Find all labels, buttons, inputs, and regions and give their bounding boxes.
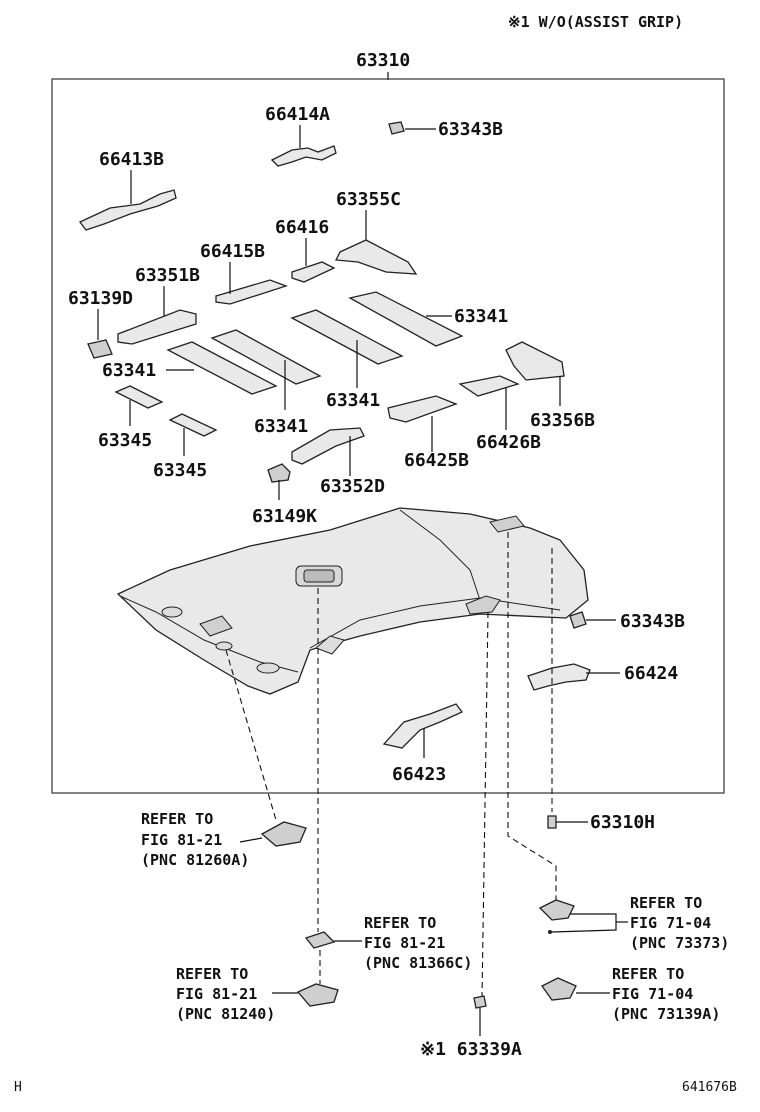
assist-grip-note: ※1 W/O(ASSIST GRIP)	[508, 13, 683, 31]
pad-63341-mid-icon	[290, 309, 404, 365]
label-63355c[interactable]: 63355C	[336, 189, 401, 210]
pad-66425b-icon	[387, 395, 458, 423]
pad-63345-a-icon	[114, 385, 164, 409]
leader-ref1	[239, 837, 263, 843]
label-63341-left[interactable]: 63341	[102, 360, 156, 381]
dash-line-4	[481, 611, 489, 997]
label-63352d[interactable]: 63352D	[320, 476, 385, 497]
map-lamp-icon	[304, 931, 336, 949]
assembly-frame	[51, 78, 725, 794]
footer-drawing-number: 641676B	[682, 1080, 737, 1095]
clip-63149k-icon	[267, 463, 291, 483]
clip-63343b-side-icon	[569, 611, 587, 629]
headliner-assembly-icon	[116, 507, 589, 695]
ref4-line3: (PNC 73373)	[630, 934, 729, 952]
label-63343b-top[interactable]: 63343B	[438, 119, 503, 140]
label-63351b[interactable]: 63351B	[135, 265, 200, 286]
label-66426b[interactable]: 66426B	[476, 432, 541, 453]
label-66424[interactable]: 66424	[624, 663, 678, 684]
ref1-line1: REFER TO	[141, 810, 213, 828]
label-66425b[interactable]: 66425B	[404, 450, 469, 471]
dash-line-5	[507, 532, 557, 902]
ref3-line1: REFER TO	[176, 965, 248, 983]
label-63343b-side[interactable]: 63343B	[620, 611, 685, 632]
clip-63339a-icon	[473, 995, 487, 1009]
ref3-line3: (PNC 81240)	[176, 1005, 275, 1023]
footer-left-code: H	[14, 1080, 22, 1095]
label-63139d[interactable]: 63139D	[68, 288, 133, 309]
ref2-line1: REFER TO	[364, 914, 436, 932]
label-63345-b[interactable]: 63345	[153, 460, 207, 481]
assembly-label: 63310	[356, 50, 410, 71]
label-63341-right[interactable]: 63341	[454, 306, 508, 327]
ref5-line3: (PNC 73139A)	[612, 1005, 720, 1023]
clip-63343b-top-icon	[388, 121, 405, 135]
bracket-66423-icon	[382, 703, 464, 749]
ref1-line2[interactable]: FIG 81-21	[141, 831, 222, 849]
ref5-line2[interactable]: FIG 71-04	[612, 985, 693, 1003]
bracket-66413b-icon	[78, 189, 177, 231]
pad-66415b-icon	[215, 279, 288, 305]
ref5-line1: REFER TO	[612, 965, 684, 983]
ref4-line1: REFER TO	[630, 894, 702, 912]
ref4-line2[interactable]: FIG 71-04	[630, 914, 711, 932]
label-63345-a[interactable]: 63345	[98, 430, 152, 451]
label-66416[interactable]: 66416	[275, 217, 329, 238]
pad-63341-low-icon	[210, 329, 322, 385]
visor-holder-icon	[538, 899, 575, 921]
bracket-66424-icon	[527, 663, 591, 691]
ref2-line3: (PNC 81366C)	[364, 954, 472, 972]
pad-66426b-icon	[458, 375, 520, 397]
pad-63341-left-icon	[166, 341, 278, 395]
visor-clip-icon	[548, 930, 552, 934]
room-lamp-icon	[260, 821, 307, 847]
label-63149k[interactable]: 63149K	[252, 506, 317, 527]
pad-66416-icon	[291, 261, 336, 283]
label-63356b[interactable]: 63356B	[530, 410, 595, 431]
label-63310h[interactable]: 63310H	[590, 812, 655, 833]
ref1-line3: (PNC 81260A)	[141, 851, 249, 869]
label-66413b[interactable]: 66413B	[99, 149, 164, 170]
label-63339a[interactable]: ※1 63339A	[420, 1039, 522, 1060]
pad-63355c-icon	[334, 239, 418, 275]
pad-63345-b-icon	[168, 413, 218, 437]
screw-63310h-icon	[547, 815, 557, 829]
label-66415b[interactable]: 66415B	[200, 241, 265, 262]
label-63341-mid[interactable]: 63341	[326, 390, 380, 411]
visor-icon	[541, 977, 577, 1001]
ref3-line2[interactable]: FIG 81-21	[176, 985, 257, 1003]
label-63341-low[interactable]: 63341	[254, 416, 308, 437]
label-66423[interactable]: 66423	[392, 764, 446, 785]
pad-63351b-icon	[117, 309, 197, 345]
pad-63356b-icon	[505, 341, 565, 381]
clip-63139d-icon	[87, 339, 113, 359]
ref2-line2[interactable]: FIG 81-21	[364, 934, 445, 952]
console-lamp-icon	[296, 983, 339, 1007]
pad-63341-right-icon	[348, 291, 464, 347]
label-66414a[interactable]: 66414A	[265, 104, 330, 125]
bracket-66414a-icon	[270, 145, 337, 167]
